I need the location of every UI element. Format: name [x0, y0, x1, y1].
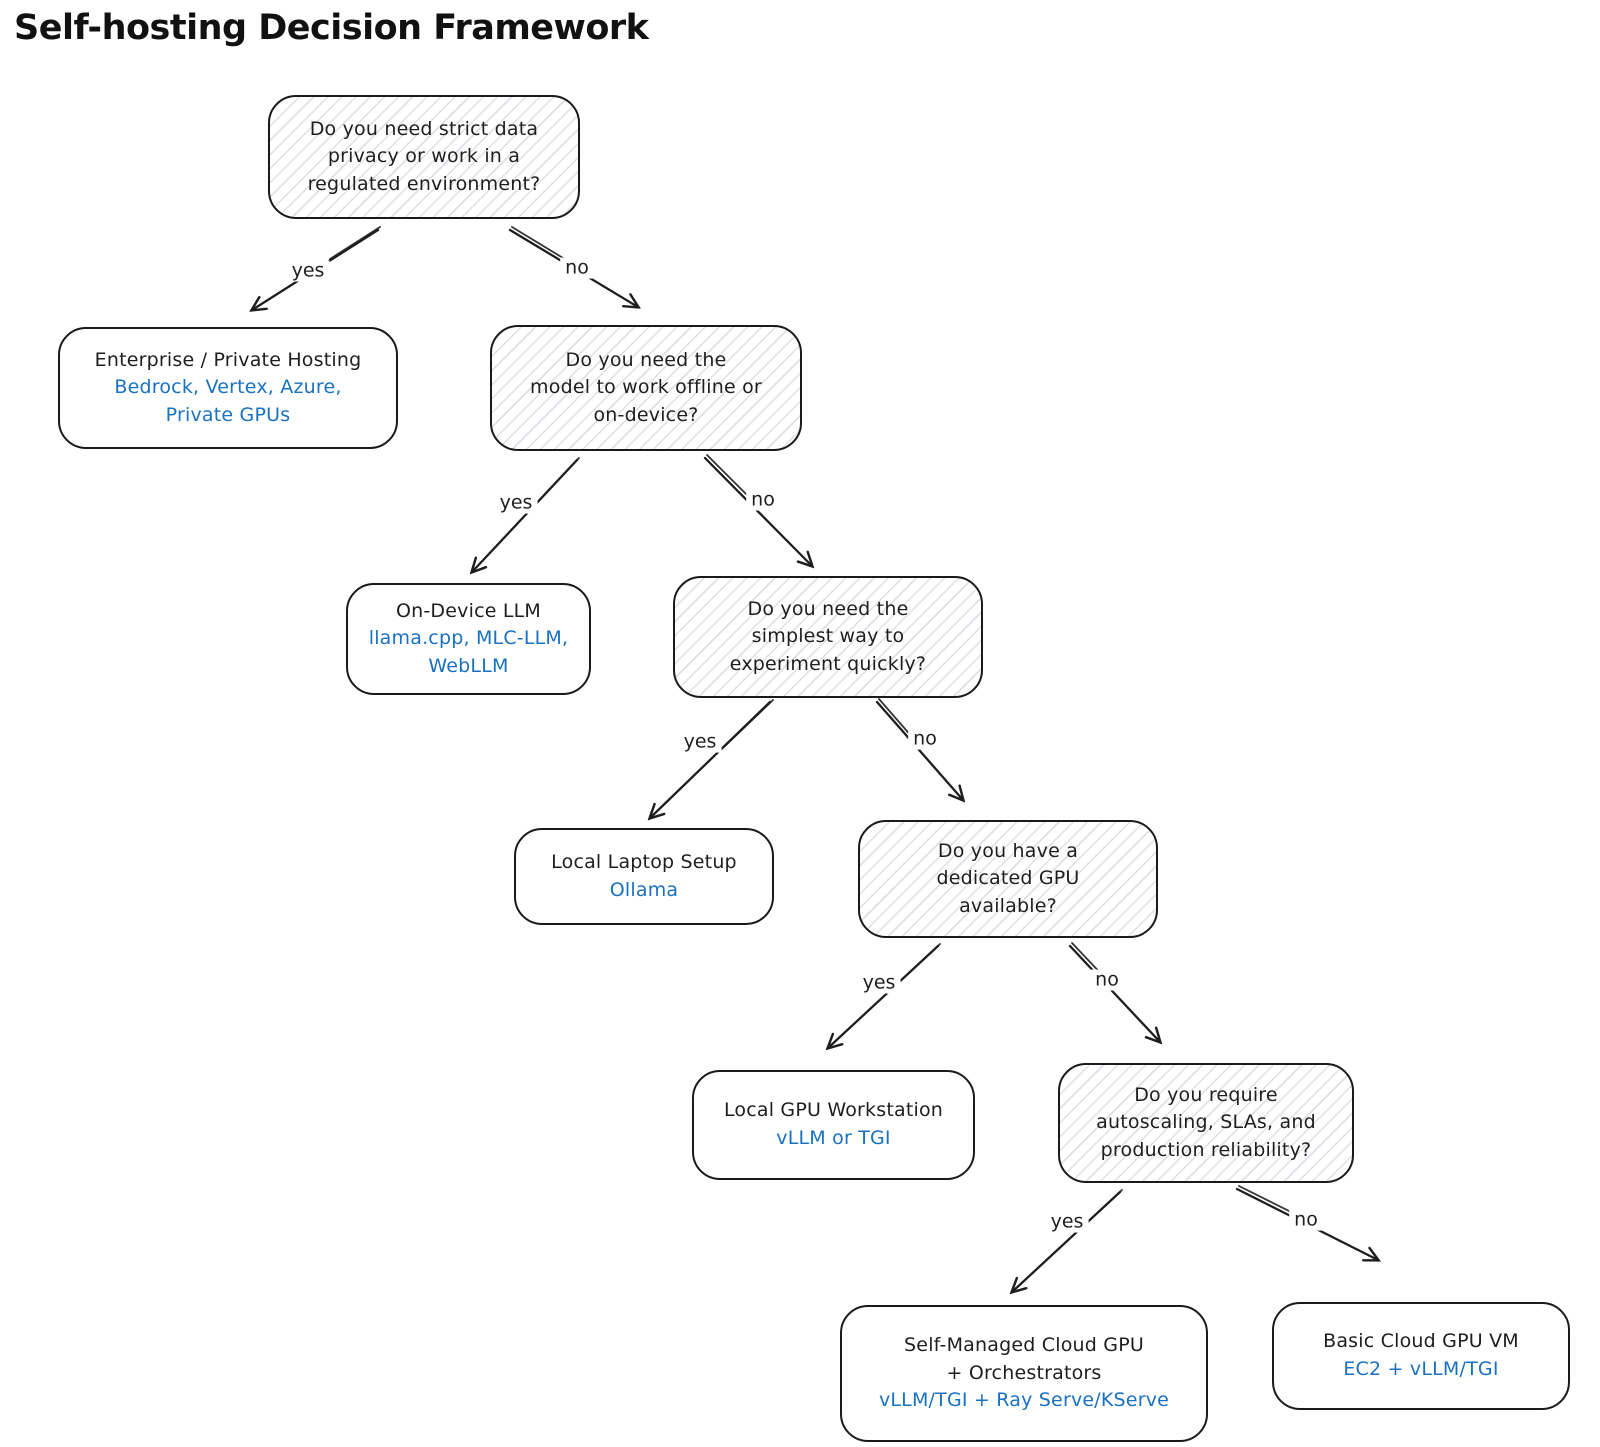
- edge-sketch-line: [536, 457, 580, 504]
- answer-label: Basic Cloud GPU VM: [1323, 1330, 1519, 1353]
- node-question-experiment: Do you need the simplest way to experime…: [673, 576, 983, 698]
- edge-label-yes: yes: [286, 260, 330, 282]
- edge-label-yes: yes: [678, 731, 722, 753]
- edge-label-no: no: [746, 489, 780, 511]
- edge-line-q-experiment-yes: [650, 700, 772, 818]
- node-question-production: Do you require autoscaling, SLAs, and pr…: [1058, 1063, 1354, 1183]
- edge-label-no: no: [1289, 1209, 1323, 1231]
- edge-line-q-gpu-yes: [828, 944, 940, 1048]
- question-text: Do you need strict data privacy or work …: [307, 117, 541, 195]
- answer-tools: vLLM or TGI: [776, 1127, 891, 1149]
- edge-line-q-gpu-no: [1068, 944, 1160, 1042]
- edge-label-no: no: [1090, 969, 1124, 991]
- answer-tools: llama.cpp, MLC-LLM, WebLLM: [368, 627, 569, 677]
- edge-line-q-offline-yes: [472, 458, 579, 572]
- answer-tools: Bedrock, Vertex, Azure, Private GPUs: [114, 376, 342, 426]
- node-answer-on-device: On-Device LLM llama.cpp, MLC-LLM, WebLLM: [346, 583, 591, 695]
- diagram-title: Self-hosting Decision Framework: [14, 8, 649, 48]
- question-text: Do you require autoscaling, SLAs, and pr…: [1096, 1083, 1316, 1161]
- edge-label-yes: yes: [857, 972, 901, 994]
- edge-label-no: no: [908, 728, 942, 750]
- answer-tools: Ollama: [609, 878, 679, 901]
- node-answer-self-managed: Self-Managed Cloud GPU + Orchestrators v…: [840, 1305, 1208, 1442]
- answer-label: On-Device LLM: [395, 599, 542, 622]
- node-answer-basic-vm: Basic Cloud GPU VM EC2 + vLLM/TGI: [1272, 1302, 1570, 1410]
- node-answer-laptop: Local Laptop Setup Ollama: [514, 828, 774, 925]
- node-question-offline: Do you need the model to work offline or…: [490, 325, 802, 451]
- edge-line-q-production-yes: [1012, 1190, 1122, 1292]
- edge-sketch-line: [724, 699, 774, 747]
- edge-label-yes: yes: [494, 492, 538, 514]
- answer-label: Self-Managed Cloud GPU + Orchestrators: [904, 1334, 1144, 1384]
- node-answer-gpu-workstation: Local GPU Workstation vLLM or TGI: [692, 1070, 975, 1180]
- answer-tools: EC2 + vLLM/TGI: [1343, 1358, 1499, 1380]
- edge-sketch-line: [1238, 1185, 1296, 1215]
- edge-label-no: no: [560, 257, 594, 279]
- answer-label: Local GPU Workstation: [723, 1099, 944, 1122]
- answer-tools: vLLM/TGI + Ray Serve/KServe: [878, 1389, 1170, 1412]
- edge-sketch-line: [511, 226, 564, 259]
- question-text: Do you have a dedicated GPU available?: [936, 839, 1080, 917]
- edge-sketch-line: [329, 226, 381, 260]
- question-text: Do you need the simplest way to experime…: [729, 597, 927, 675]
- answer-label: Enterprise / Private Hosting: [94, 348, 362, 371]
- node-question-gpu: Do you have a dedicated GPU available?: [858, 820, 1158, 938]
- node-answer-enterprise: Enterprise / Private Hosting Bedrock, Ve…: [58, 327, 398, 449]
- question-text: Do you need the model to work offline or…: [530, 348, 762, 426]
- node-question-privacy: Do you need strict data privacy or work …: [268, 95, 580, 219]
- answer-label: Local Laptop Setup: [551, 850, 737, 873]
- edge-sketch-line: [706, 454, 751, 499]
- edge-sketch-line: [895, 943, 941, 986]
- edge-label-yes: yes: [1045, 1211, 1089, 1233]
- edge-line-q-offline-no: [703, 456, 812, 566]
- edge-line-q-experiment-no: [875, 700, 963, 800]
